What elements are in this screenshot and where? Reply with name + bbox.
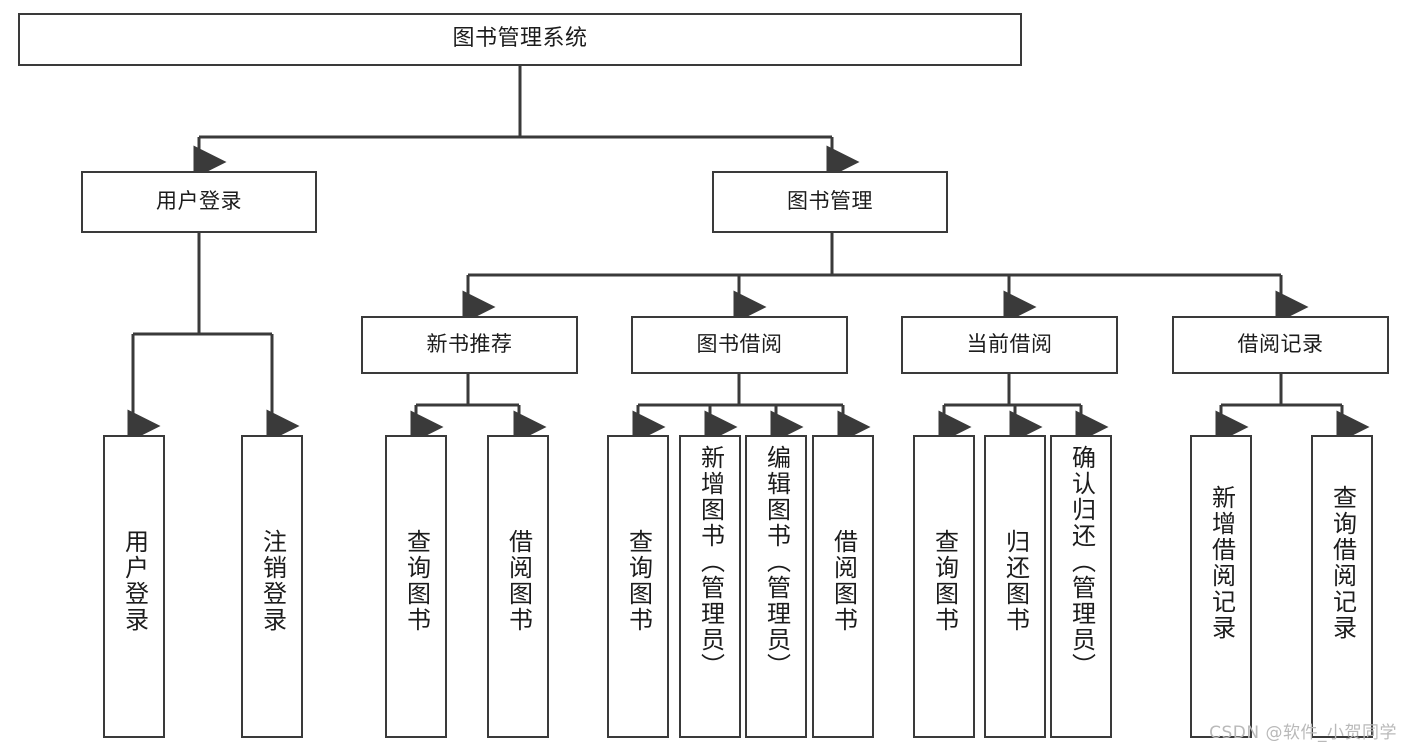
node-leaf-edit-book[interactable]: 编辑图书（管理员） — [745, 435, 807, 738]
node-current-borrow-label: 当前借阅 — [966, 332, 1053, 357]
node-leaf-add-record-label: 新增借阅记录 — [1207, 485, 1236, 641]
node-user-login-label: 用户登录 — [156, 189, 242, 214]
node-user-login[interactable]: 用户登录 — [81, 171, 317, 233]
node-leaf-borrow-book-rec[interactable]: 借阅图书 — [487, 435, 549, 738]
node-new-book-rec-label: 新书推荐 — [426, 332, 513, 357]
node-current-borrow[interactable]: 当前借阅 — [901, 316, 1118, 374]
node-leaf-add-book[interactable]: 新增图书（管理员） — [679, 435, 741, 738]
node-leaf-logout[interactable]: 注销登录 — [241, 435, 303, 738]
watermark: CSDN @软件_小贺同学 — [1209, 723, 1397, 743]
node-leaf-query-record[interactable]: 查询借阅记录 — [1311, 435, 1373, 738]
node-leaf-borrow-book-b[interactable]: 借阅图书 — [812, 435, 874, 738]
node-leaf-borrow-book-b-label: 借阅图书 — [829, 529, 858, 633]
node-new-book-rec[interactable]: 新书推荐 — [361, 316, 578, 374]
node-book-manage[interactable]: 图书管理 — [712, 171, 948, 233]
node-leaf-query-record-label: 查询借阅记录 — [1328, 485, 1357, 641]
node-leaf-edit-book-label: 编辑图书（管理员） — [762, 445, 791, 679]
node-leaf-add-record[interactable]: 新增借阅记录 — [1190, 435, 1252, 738]
node-root[interactable]: 图书管理系统 — [18, 13, 1022, 66]
node-leaf-confirm-return[interactable]: 确认归还（管理员） — [1050, 435, 1112, 738]
node-leaf-return-book[interactable]: 归还图书 — [984, 435, 1046, 738]
node-root-label: 图书管理系统 — [452, 26, 588, 52]
node-leaf-borrow-book-rec-label: 借阅图书 — [504, 529, 533, 633]
node-leaf-confirm-return-label: 确认归还（管理员） — [1067, 445, 1096, 679]
node-book-manage-label: 图书管理 — [787, 189, 873, 214]
node-leaf-query-book-rec-label: 查询图书 — [402, 529, 431, 633]
node-leaf-query-book-c-label: 查询图书 — [930, 529, 959, 633]
node-leaf-add-book-label: 新增图书（管理员） — [696, 445, 725, 679]
node-leaf-logout-label: 注销登录 — [258, 529, 287, 633]
node-book-borrow[interactable]: 图书借阅 — [631, 316, 848, 374]
node-book-borrow-label: 图书借阅 — [696, 332, 783, 357]
node-leaf-query-book-c[interactable]: 查询图书 — [913, 435, 975, 738]
node-leaf-user-login[interactable]: 用户登录 — [103, 435, 165, 738]
node-leaf-query-book-b[interactable]: 查询图书 — [607, 435, 669, 738]
node-borrow-record[interactable]: 借阅记录 — [1172, 316, 1389, 374]
node-leaf-return-book-label: 归还图书 — [1001, 529, 1030, 633]
node-leaf-query-book-rec[interactable]: 查询图书 — [385, 435, 447, 738]
node-leaf-user-login-label: 用户登录 — [120, 529, 149, 633]
node-leaf-query-book-b-label: 查询图书 — [624, 529, 653, 633]
node-borrow-record-label: 借阅记录 — [1237, 332, 1324, 357]
